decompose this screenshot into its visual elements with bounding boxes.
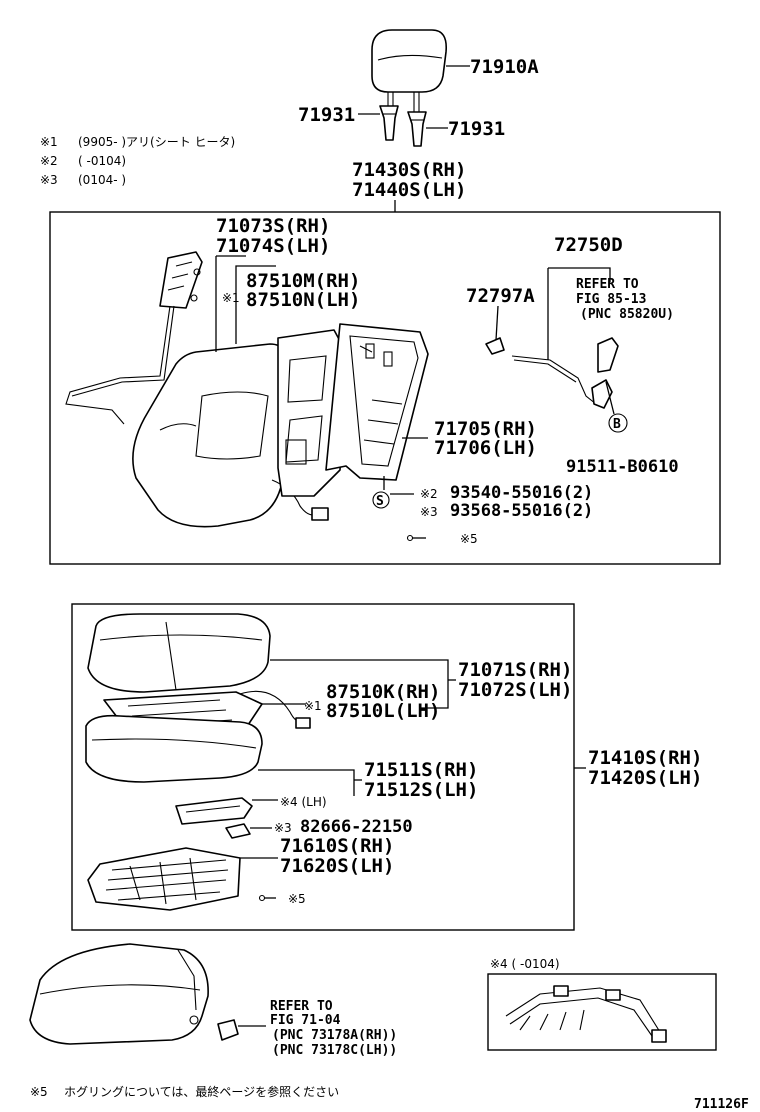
seat-back-frame [325, 323, 429, 481]
clip-72797a [485, 337, 505, 355]
pad-lh-mark: ※4 (LH) [280, 795, 327, 809]
cushion-cover-lh: 71072S(LH) [458, 679, 572, 701]
support-right-part-number: 71931 [448, 118, 505, 140]
support-left-part-number: 71931 [298, 104, 355, 126]
back-heater-rh: 87510M(RH) [246, 270, 360, 292]
seat-cushion-spring [87, 847, 241, 911]
screw-marker-letter: S [376, 494, 384, 509]
note-3-mark: ※3 [40, 173, 58, 187]
back-assy-lh: 71440S(LH) [352, 179, 466, 201]
seat-cushion-pad [85, 714, 263, 783]
cushion-heater-lh: 87510L(LH) [326, 700, 440, 722]
headrest-support-left [379, 105, 399, 141]
note-3-text: (0104- ) [78, 173, 126, 187]
trim-cover-part-bottom [217, 1019, 239, 1041]
cushion-heater-rh: 87510K(RH) [326, 681, 440, 703]
spring-rh: 71610S(RH) [280, 835, 394, 857]
back-heater-lh: 87510N(LH) [246, 289, 360, 311]
cushion-cover-rh: 71071S(RH) [458, 659, 572, 681]
note-2-text: ( -0104) [78, 154, 126, 168]
refer-back-line3: (PNC 85820U) [580, 307, 674, 322]
figure-code: 711126F [694, 1097, 749, 1112]
cushion-heater-mark: ※1 [304, 699, 322, 713]
refer-back-line2: FIG 85-13 [576, 292, 646, 307]
screw2-mark: ※3 [420, 505, 438, 519]
inset-harness [505, 985, 667, 1043]
seat-outline-bottom [29, 943, 209, 1045]
inset-label: ※4 ( -0104) [490, 957, 560, 971]
back-cover-rh: 71073S(RH) [216, 215, 330, 237]
hogring-mark-cushion: ※5 [288, 892, 306, 906]
cushion-assy-lh: 71420S(LH) [588, 767, 702, 789]
screw2-part-number: 93568-55016(2) [450, 501, 593, 521]
headrest-support-right [407, 111, 427, 147]
back-frame-rh: 71705(RH) [434, 418, 537, 440]
bolt-marker-circle [608, 413, 628, 433]
cushion-pad-lh: 71512S(LH) [364, 779, 478, 801]
bolt-part-number: 91511-B0610 [566, 457, 679, 477]
screw-marker-circle [372, 491, 390, 509]
note-5-mark: ※5 [30, 1085, 48, 1099]
seat-cushion-group-box [71, 603, 575, 931]
cushion-pad-rh: 71511S(RH) [364, 759, 478, 781]
back-assy-rh: 71430S(RH) [352, 159, 466, 181]
clip-cushion-part-number: 82666-22150 [300, 817, 413, 837]
cushion-clip-82666 [225, 823, 251, 839]
refer-back-line1: REFER TO [576, 277, 639, 292]
cushion-assy-rh: 71410S(RH) [588, 747, 702, 769]
refer-bottom-line1: REFER TO [270, 999, 333, 1014]
hogring-mark-back: ※5 [460, 532, 478, 546]
refer-bottom-line4: (PNC 73178C(LH)) [272, 1043, 397, 1058]
back-cover-lh: 71074S(LH) [216, 235, 330, 257]
refer-bottom-line3: (PNC 73178A(RH)) [272, 1028, 397, 1043]
bolt-marker-letter: B [613, 417, 621, 432]
clip-part-number: 72797A [466, 285, 535, 307]
screw1-part-number: 93540-55016(2) [450, 483, 593, 503]
note-1-text: (9905- )アリ(シート ヒータ) [78, 135, 235, 149]
headrest-illustration [371, 29, 448, 118]
cushion-lh-pad-4 [175, 797, 253, 825]
refer-bottom-line2: FIG 71-04 [270, 1013, 341, 1028]
note-1-mark: ※1 [40, 135, 58, 149]
seat-cushion-cover [87, 613, 271, 693]
spring-lh: 71620S(LH) [280, 855, 394, 877]
back-heater-harness [65, 251, 203, 425]
note-5-text: ホグリングについては、最終ページを参照ください [64, 1084, 339, 1099]
clip-cushion-mark: ※3 [274, 821, 292, 835]
seat-back-group-box [49, 211, 721, 565]
back-frame-lh: 71706(LH) [434, 437, 537, 459]
headrest-part-number: 71910A [470, 56, 539, 78]
back-heater-mark: ※1 [222, 291, 240, 305]
inset-box [487, 973, 717, 1051]
note-2-mark: ※2 [40, 154, 58, 168]
lock-part-number: 72750D [554, 234, 623, 256]
screw1-mark: ※2 [420, 487, 438, 501]
back-lock-cable [511, 337, 619, 409]
